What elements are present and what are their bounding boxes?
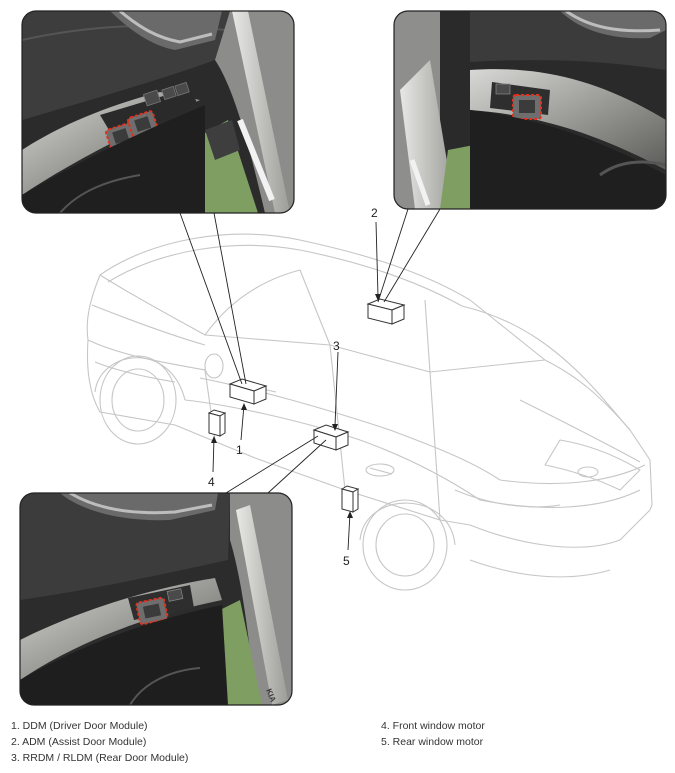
legend-item-ddm: 1. DDM (Driver Door Module) xyxy=(11,720,148,732)
legend-item-rear-window-motor: 5. Rear window motor xyxy=(381,736,484,748)
legend-item-front-window-motor: 4. Front window motor xyxy=(381,720,485,732)
legend-right: 4. Front window motor 5. Rear window mot… xyxy=(381,718,485,750)
legend-left: 1. DDM (Driver Door Module) 2. ADM (Assi… xyxy=(11,718,188,766)
callout-number-5: 5 xyxy=(343,554,350,568)
callout-number-2: 2 xyxy=(371,206,378,220)
callout-leaders xyxy=(179,208,441,551)
legend-item-adm: 2. ADM (Assist Door Module) xyxy=(11,736,147,748)
photo-assist-door-switch xyxy=(393,10,667,210)
module-boxes xyxy=(207,298,406,513)
callout-arrowheads xyxy=(211,294,381,518)
rdm-module-box xyxy=(312,424,350,451)
callout-number-4: 4 xyxy=(208,475,215,489)
car-outline xyxy=(86,233,653,591)
callout-number-3: 3 xyxy=(333,339,340,353)
door-module-location-diagram: 2 3 1 4 5 xyxy=(19,10,667,706)
rear-window-motor-box xyxy=(340,485,360,513)
ddm-module-box xyxy=(228,378,268,405)
callout-number-1: 1 xyxy=(236,443,243,457)
legend-item-rdm: 3. RRDM / RLDM (Rear Door Module) xyxy=(11,752,189,764)
front-window-motor-box xyxy=(207,409,227,437)
adm-module-box xyxy=(366,298,406,325)
photo-driver-door-switch xyxy=(21,10,295,214)
photo-rear-door-switch: KIA xyxy=(19,492,293,706)
